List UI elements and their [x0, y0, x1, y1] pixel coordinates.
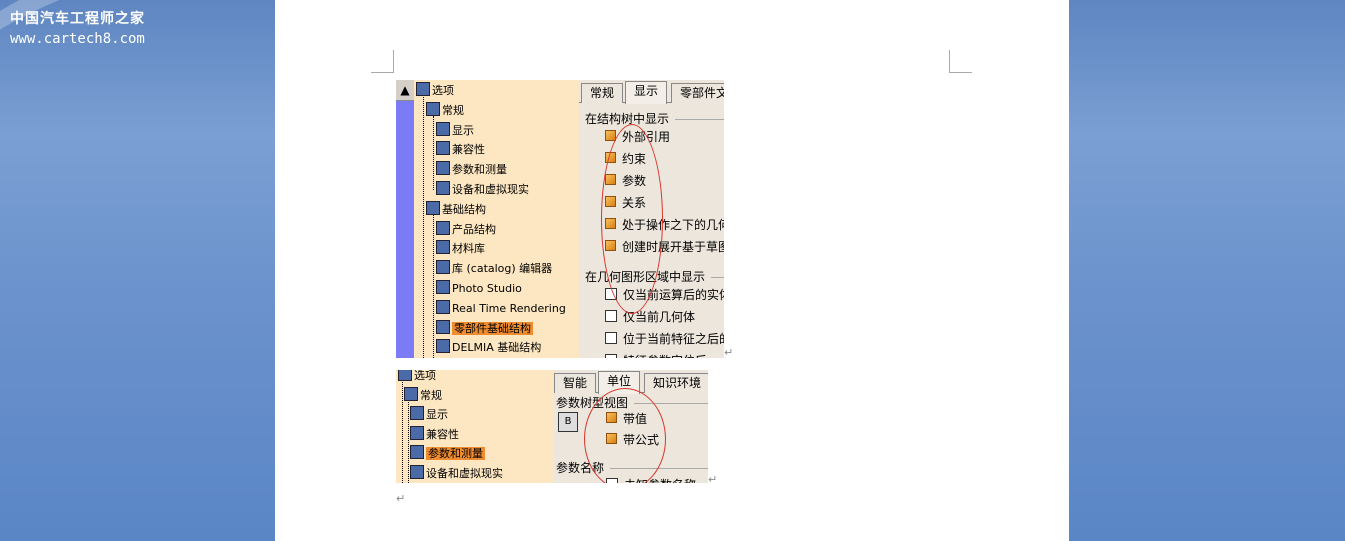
tree-item-label: 常规 — [420, 388, 442, 402]
product-icon — [436, 220, 450, 235]
tree-item[interactable]: 选项 — [398, 370, 436, 382]
tree-item-label: 显示 — [452, 123, 474, 137]
tree-item-label: 参数和测量 — [452, 163, 507, 177]
watermark-title: 中国汽车工程师之家 — [10, 11, 145, 27]
tab-1[interactable]: 显示 — [625, 81, 668, 104]
annotation-circle — [584, 388, 666, 483]
params-icon — [410, 445, 424, 459]
compat-icon — [410, 425, 424, 440]
option-label: 仅当前几何体 — [623, 310, 696, 324]
tree-guide-line — [423, 90, 424, 358]
annotation-circle — [601, 124, 663, 314]
option-label: 未知参数名称 — [624, 478, 696, 483]
tree-item[interactable]: 常规 — [404, 386, 442, 402]
tree-item[interactable]: 产品结构 — [436, 220, 496, 236]
general-icon — [426, 101, 440, 116]
tree-item[interactable]: 常规 — [426, 101, 464, 117]
screenshot-options-parameters[interactable]: 选项常规显示兼容性参数和测量设备和虚拟现实 智能单位知识环境 参数树型视图 B … — [396, 370, 708, 483]
tree-guide-line — [402, 380, 403, 483]
tree-item[interactable]: 选项 — [416, 82, 454, 97]
unchecked-box-icon[interactable] — [605, 332, 617, 344]
tree-item-label: 显示 — [426, 408, 448, 421]
tab-0[interactable]: 常规 — [581, 83, 624, 103]
tree-item[interactable]: 库 (catalog) 编辑器 — [436, 260, 553, 276]
device-icon — [436, 181, 450, 195]
infra-icon — [426, 200, 440, 215]
display-icon — [436, 121, 450, 136]
document-page[interactable]: ▲ 选项常规显示兼容性参数和测量设备和虚拟现实基础结构产品结构材料库库 (cat… — [275, 0, 1069, 541]
tree-item-label: 兼容性 — [426, 427, 459, 441]
tree-item[interactable]: Photo Studio — [436, 280, 522, 295]
delmia-icon — [436, 339, 450, 354]
display-icon — [410, 406, 424, 420]
option-row[interactable]: 位于当前特征之后的 — [605, 331, 724, 347]
options-icon — [398, 370, 412, 381]
tree-guide-line — [433, 214, 434, 358]
unchecked-box-icon[interactable] — [605, 310, 617, 322]
tree-item-label: 产品结构 — [452, 222, 496, 236]
option-row[interactable]: 特征参数定位后 — [605, 353, 707, 358]
tree-item-label: Real Time Rendering — [452, 301, 566, 315]
option-label: 位于当前特征之后的 — [623, 332, 724, 346]
param-cube-icon: B — [558, 412, 578, 432]
tree-item[interactable]: 兼容性 — [410, 425, 459, 441]
photo-icon — [436, 280, 450, 294]
options-icon — [416, 82, 430, 96]
tree-item-label: 常规 — [442, 103, 464, 117]
screenshot-options-display[interactable]: ▲ 选项常规显示兼容性参数和测量设备和虚拟现实基础结构产品结构材料库库 (cat… — [396, 80, 724, 358]
crop-mark-left — [371, 50, 394, 73]
tree-item[interactable]: 设备和虚拟现实 — [410, 464, 503, 480]
checked-box-icon[interactable] — [605, 130, 616, 141]
watermark-url: www.cartech8.com — [10, 31, 145, 47]
gear-icon — [436, 319, 450, 334]
tab-0[interactable]: 智能 — [554, 373, 597, 393]
tree-item-label: 基础结构 — [442, 202, 486, 216]
catalog-icon — [436, 260, 450, 275]
compat-icon — [436, 141, 450, 156]
tree-item[interactable]: 兼容性 — [436, 141, 485, 157]
tree-item[interactable]: DELMIA 基础结构 — [436, 339, 542, 355]
tree-item[interactable]: Real Time Rendering — [436, 299, 566, 315]
tree-scrollbar[interactable]: ▲ — [396, 80, 414, 358]
tree-item-label: 库 (catalog) 编辑器 — [452, 262, 553, 276]
option-label: 特征参数定位后 — [623, 354, 707, 358]
tree-item[interactable]: 材料库 — [436, 240, 485, 256]
tree-item-label: 设备和虚拟现实 — [452, 183, 529, 196]
tree-guide-line — [433, 116, 434, 190]
material-icon — [436, 240, 450, 255]
tree-item[interactable]: 设备和虚拟现实 — [436, 181, 529, 196]
tab-strip: 常规显示零部件文 — [579, 80, 724, 104]
tree-item-label: Photo Studio — [452, 282, 522, 295]
tab-2[interactable]: 零部件文 — [671, 83, 724, 103]
tree-item-label: 选项 — [414, 370, 436, 382]
option-row[interactable]: 仅当前几何体 — [605, 309, 695, 325]
tree-item-label: 设备和虚拟现实 — [426, 466, 503, 480]
tree-item[interactable]: 参数和测量 — [436, 161, 507, 177]
crop-mark-right — [949, 50, 972, 73]
tree-item[interactable]: 零部件基础结构 — [436, 319, 533, 335]
tree-item[interactable]: 参数和测量 — [410, 445, 485, 460]
paragraph-mark: ↵ — [708, 473, 718, 486]
params-icon — [436, 161, 450, 176]
tree-item-label: 参数和测量 — [426, 447, 485, 460]
tree-item-label: 选项 — [432, 84, 454, 97]
tree-item[interactable]: 显示 — [410, 406, 448, 421]
tree-item-label: 零部件基础结构 — [452, 321, 533, 335]
tree-item[interactable]: 基础结构 — [426, 200, 486, 216]
device-icon — [410, 464, 424, 479]
tree-item-label: 兼容性 — [452, 143, 485, 157]
tree-guide-line — [408, 398, 409, 483]
tree-item-label: DELMIA 基础结构 — [452, 341, 542, 355]
paragraph-mark: ↵ — [724, 346, 734, 359]
tree-item[interactable]: 显示 — [436, 121, 474, 137]
unchecked-box-icon[interactable] — [605, 354, 617, 358]
render-icon — [436, 299, 450, 314]
paragraph-mark: ↵ — [396, 492, 406, 505]
tree-item-label: 材料库 — [452, 242, 485, 256]
settings-panel: 常规显示零部件文 在结构树中显示 外部引用约束参数关系处于操作之下的几何创建时展… — [579, 80, 724, 358]
tab-2[interactable]: 知识环境 — [644, 373, 708, 393]
scroll-up-arrow-icon[interactable]: ▲ — [396, 80, 414, 101]
section-tree-display: 在结构树中显示 — [585, 110, 724, 127]
general-icon — [404, 386, 418, 401]
